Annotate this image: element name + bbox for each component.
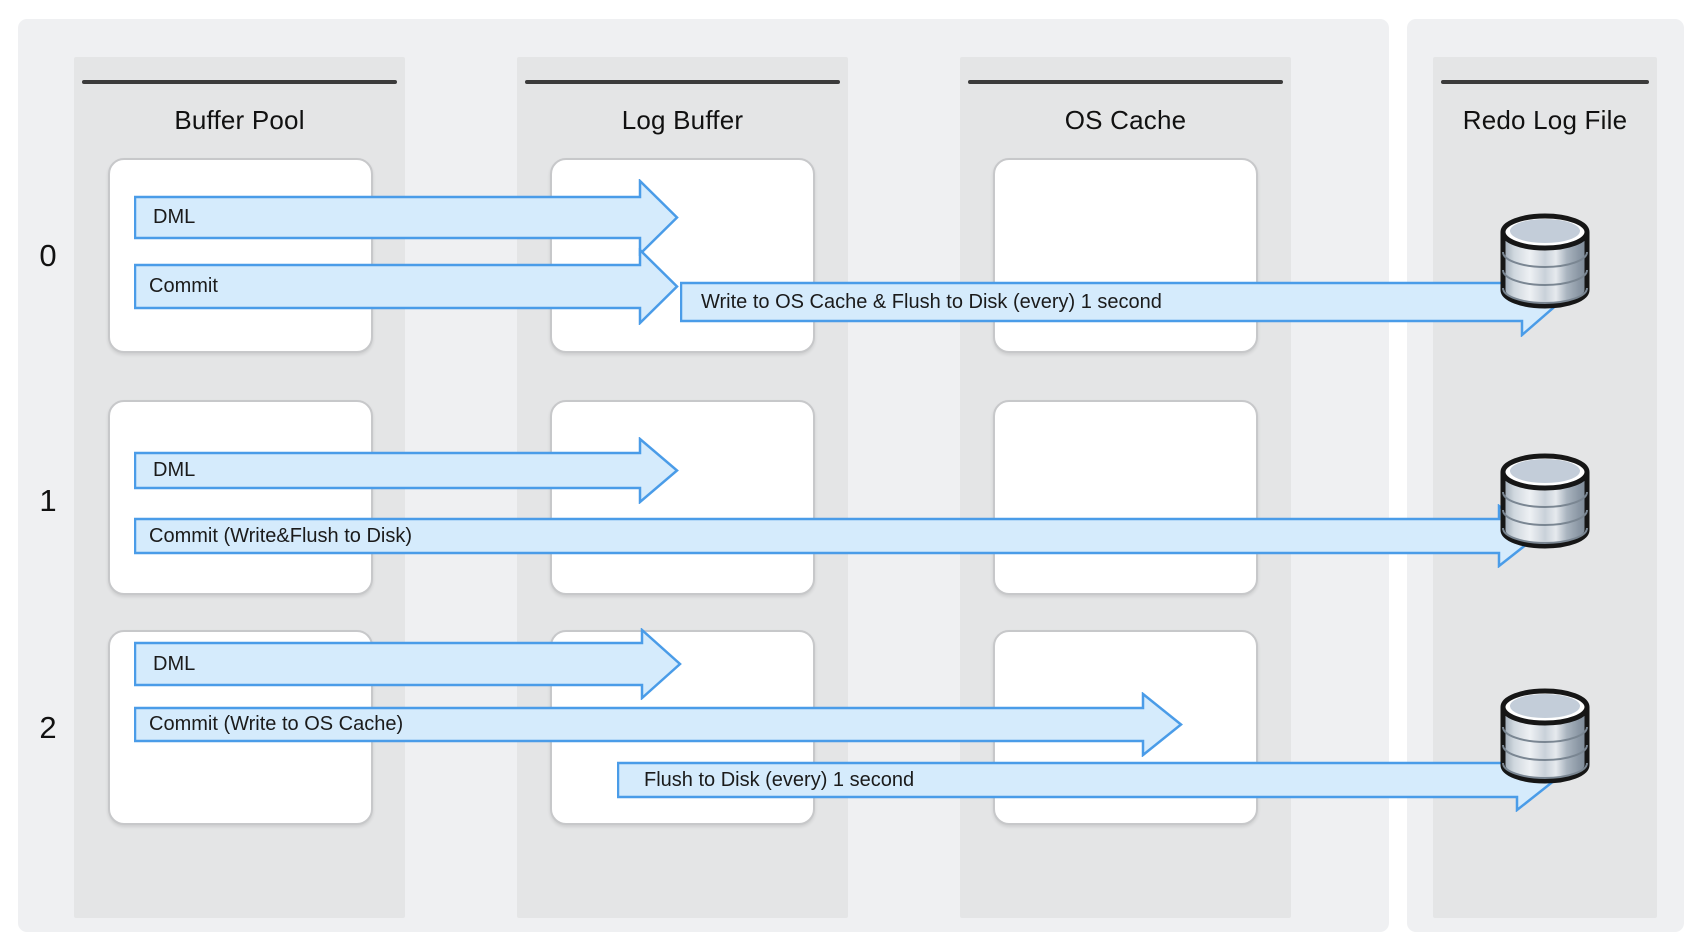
arrow-row0-commit: Commit (134, 248, 679, 325)
cell-os-cache-row1 (993, 400, 1258, 595)
arrow-label: Commit (Write to OS Cache) (149, 713, 404, 735)
arrow-label: Commit (Write&Flush to Disk) (149, 524, 412, 547)
arrow-row1-commit-write-flush: Commit (Write&Flush to Disk) (134, 504, 1539, 568)
column-title: Buffer Pool (174, 105, 305, 135)
cell-buffer-pool-row0 (108, 158, 373, 353)
arrow-row1-dml: DML (134, 437, 679, 504)
arrow-row2-flush-disk: Flush to Disk (every) 1 second (617, 748, 1557, 812)
row-label-1: 1 (39, 483, 57, 518)
column-title: Log Buffer (621, 105, 744, 135)
arrow-label: DML (153, 206, 196, 228)
header-line (82, 80, 397, 84)
arrow-label: DML (153, 652, 196, 675)
column-title: OS Cache (1064, 105, 1187, 135)
header-line (525, 80, 840, 84)
arrow-label: Write to OS Cache & Flush to Disk (every… (701, 290, 1162, 313)
cell-buffer-pool-row1 (108, 400, 373, 595)
row-label-0: 0 (39, 238, 57, 273)
database-icon-row1 (1497, 452, 1593, 552)
cell-log-buffer-row1 (550, 400, 815, 595)
arrow-row2-commit-write-os: Commit (Write to OS Cache) (134, 692, 1183, 757)
database-icon-row0 (1497, 212, 1593, 312)
header-line (1441, 80, 1649, 84)
column-title: Redo Log File (1462, 105, 1628, 135)
arrow-label: Flush to Disk (every) 1 second (644, 768, 915, 791)
arrow-label: DML (153, 459, 196, 481)
database-icon-row2 (1497, 687, 1593, 787)
arrow-row2-dml: DML (134, 628, 682, 700)
header-line (968, 80, 1283, 84)
arrow-row0-dml: DML (134, 179, 679, 256)
arrow-row0-write-flush: Write to OS Cache & Flush to Disk (every… (680, 267, 1562, 337)
row-label-2: 2 (39, 710, 57, 745)
arrow-label: Commit (149, 275, 218, 297)
